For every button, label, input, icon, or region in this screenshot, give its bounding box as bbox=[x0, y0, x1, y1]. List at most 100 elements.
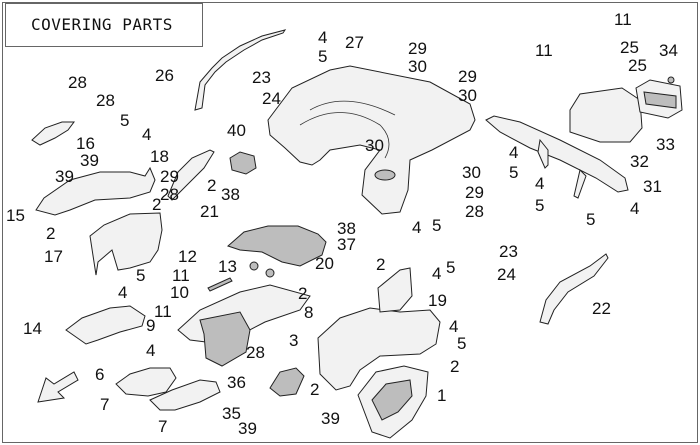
callout-39: 39 bbox=[55, 167, 74, 186]
callout-30: 30 bbox=[462, 163, 481, 182]
part-14-cover bbox=[65, 305, 146, 345]
part-6-skid bbox=[115, 367, 177, 397]
callout-32: 32 bbox=[630, 152, 649, 171]
callout-29: 29 bbox=[465, 183, 484, 202]
callout-4: 4 bbox=[142, 125, 152, 144]
part-40-bracket bbox=[229, 151, 257, 175]
callout-11: 11 bbox=[154, 302, 172, 321]
callout-25: 25 bbox=[620, 38, 639, 57]
callout-23: 23 bbox=[252, 68, 271, 87]
part-19-console-side bbox=[377, 267, 413, 313]
callout-5: 5 bbox=[509, 163, 519, 182]
callout-3: 3 bbox=[289, 331, 299, 350]
callout-28: 28 bbox=[96, 91, 115, 110]
callout-20: 20 bbox=[315, 254, 334, 273]
callout-5: 5 bbox=[586, 210, 596, 229]
callout-5: 5 bbox=[446, 258, 456, 277]
callout-23: 23 bbox=[499, 242, 518, 261]
callout-2: 2 bbox=[152, 195, 162, 214]
callout-4: 4 bbox=[432, 264, 442, 283]
part-11-tray-box bbox=[199, 311, 251, 367]
callout-4: 4 bbox=[118, 283, 128, 302]
callout-24: 24 bbox=[262, 89, 281, 108]
part-26-trim-strip bbox=[194, 29, 287, 111]
callout-24: 24 bbox=[497, 265, 516, 284]
callout-28: 28 bbox=[465, 202, 484, 221]
callout-21: 21 bbox=[200, 202, 219, 221]
part-33-lens bbox=[643, 91, 677, 109]
callout-38: 38 bbox=[221, 185, 240, 204]
callout-5: 5 bbox=[318, 47, 328, 66]
part-31-bracket-2 bbox=[573, 169, 587, 199]
callout-11: 11 bbox=[172, 266, 190, 285]
callout-22: 22 bbox=[592, 299, 611, 318]
callout-11: 11 bbox=[535, 41, 553, 60]
callout-37: 37 bbox=[337, 235, 356, 254]
fwd-arrow-icon bbox=[37, 371, 79, 403]
callout-5: 5 bbox=[535, 196, 545, 215]
callout-12: 12 bbox=[178, 247, 197, 266]
callout-30: 30 bbox=[458, 86, 477, 105]
callout-7: 7 bbox=[158, 417, 168, 436]
callout-31: 31 bbox=[643, 177, 662, 196]
callout-4: 4 bbox=[146, 341, 156, 360]
callout-7: 7 bbox=[100, 395, 110, 414]
callout-5: 5 bbox=[136, 266, 146, 285]
callout-29: 29 bbox=[458, 67, 477, 86]
callout-2: 2 bbox=[46, 224, 56, 243]
callout-10: 10 bbox=[170, 283, 189, 302]
callout-2: 2 bbox=[450, 357, 460, 376]
callout-28: 28 bbox=[68, 73, 87, 92]
part-16-bracket bbox=[31, 121, 75, 146]
callout-2: 2 bbox=[310, 380, 320, 399]
page-title: COVERING PARTS bbox=[31, 15, 173, 34]
part-10-strip bbox=[207, 277, 233, 292]
callout-4: 4 bbox=[412, 218, 422, 237]
part-35-skid bbox=[149, 379, 221, 411]
part-15-front-panel bbox=[35, 166, 156, 216]
callout-15: 15 bbox=[6, 206, 25, 225]
callout-17: 17 bbox=[44, 247, 63, 266]
callout-11: 11 bbox=[614, 10, 632, 29]
callout-28: 28 bbox=[160, 185, 179, 204]
part-36-switch-panel bbox=[269, 367, 305, 397]
callout-5: 5 bbox=[120, 111, 130, 130]
callout-14: 14 bbox=[23, 319, 42, 338]
callout-40: 40 bbox=[227, 121, 246, 140]
callout-1: 1 bbox=[437, 386, 447, 405]
part-27-cupholder bbox=[374, 169, 396, 181]
callout-28: 28 bbox=[246, 343, 265, 362]
callout-13: 13 bbox=[218, 257, 237, 276]
callout-18: 18 bbox=[150, 147, 169, 166]
part-31-rack-rail bbox=[485, 115, 629, 193]
part-20-seat-grille bbox=[227, 225, 327, 267]
callout-39: 39 bbox=[80, 151, 99, 170]
callout-4: 4 bbox=[535, 174, 545, 193]
part-31-bracket bbox=[537, 138, 549, 169]
callout-4: 4 bbox=[509, 143, 519, 162]
part-22-bracket bbox=[539, 253, 609, 325]
callout-39: 39 bbox=[321, 409, 340, 428]
callout-16: 16 bbox=[76, 134, 95, 153]
part-18-side-trim bbox=[167, 149, 215, 201]
callout-39: 39 bbox=[238, 419, 257, 438]
part-1-inset bbox=[371, 379, 413, 421]
callout-29: 29 bbox=[160, 167, 179, 186]
part-32-storage-box bbox=[569, 87, 643, 143]
callout-2: 2 bbox=[207, 176, 217, 195]
part-27-rear-fender bbox=[267, 65, 476, 215]
part-3-center-console bbox=[317, 307, 441, 391]
callout-4: 4 bbox=[318, 28, 328, 47]
callout-33: 33 bbox=[656, 135, 675, 154]
callout-4: 4 bbox=[630, 199, 640, 218]
part-34-nut bbox=[667, 76, 675, 84]
callout-30: 30 bbox=[408, 57, 427, 76]
callout-38: 38 bbox=[337, 219, 356, 238]
callout-34: 34 bbox=[659, 41, 678, 60]
callout-4: 4 bbox=[449, 317, 459, 336]
callout-26: 26 bbox=[155, 66, 174, 85]
callout-2: 2 bbox=[298, 284, 308, 303]
callout-9: 9 bbox=[146, 316, 156, 335]
title-box: COVERING PARTS bbox=[5, 3, 203, 47]
